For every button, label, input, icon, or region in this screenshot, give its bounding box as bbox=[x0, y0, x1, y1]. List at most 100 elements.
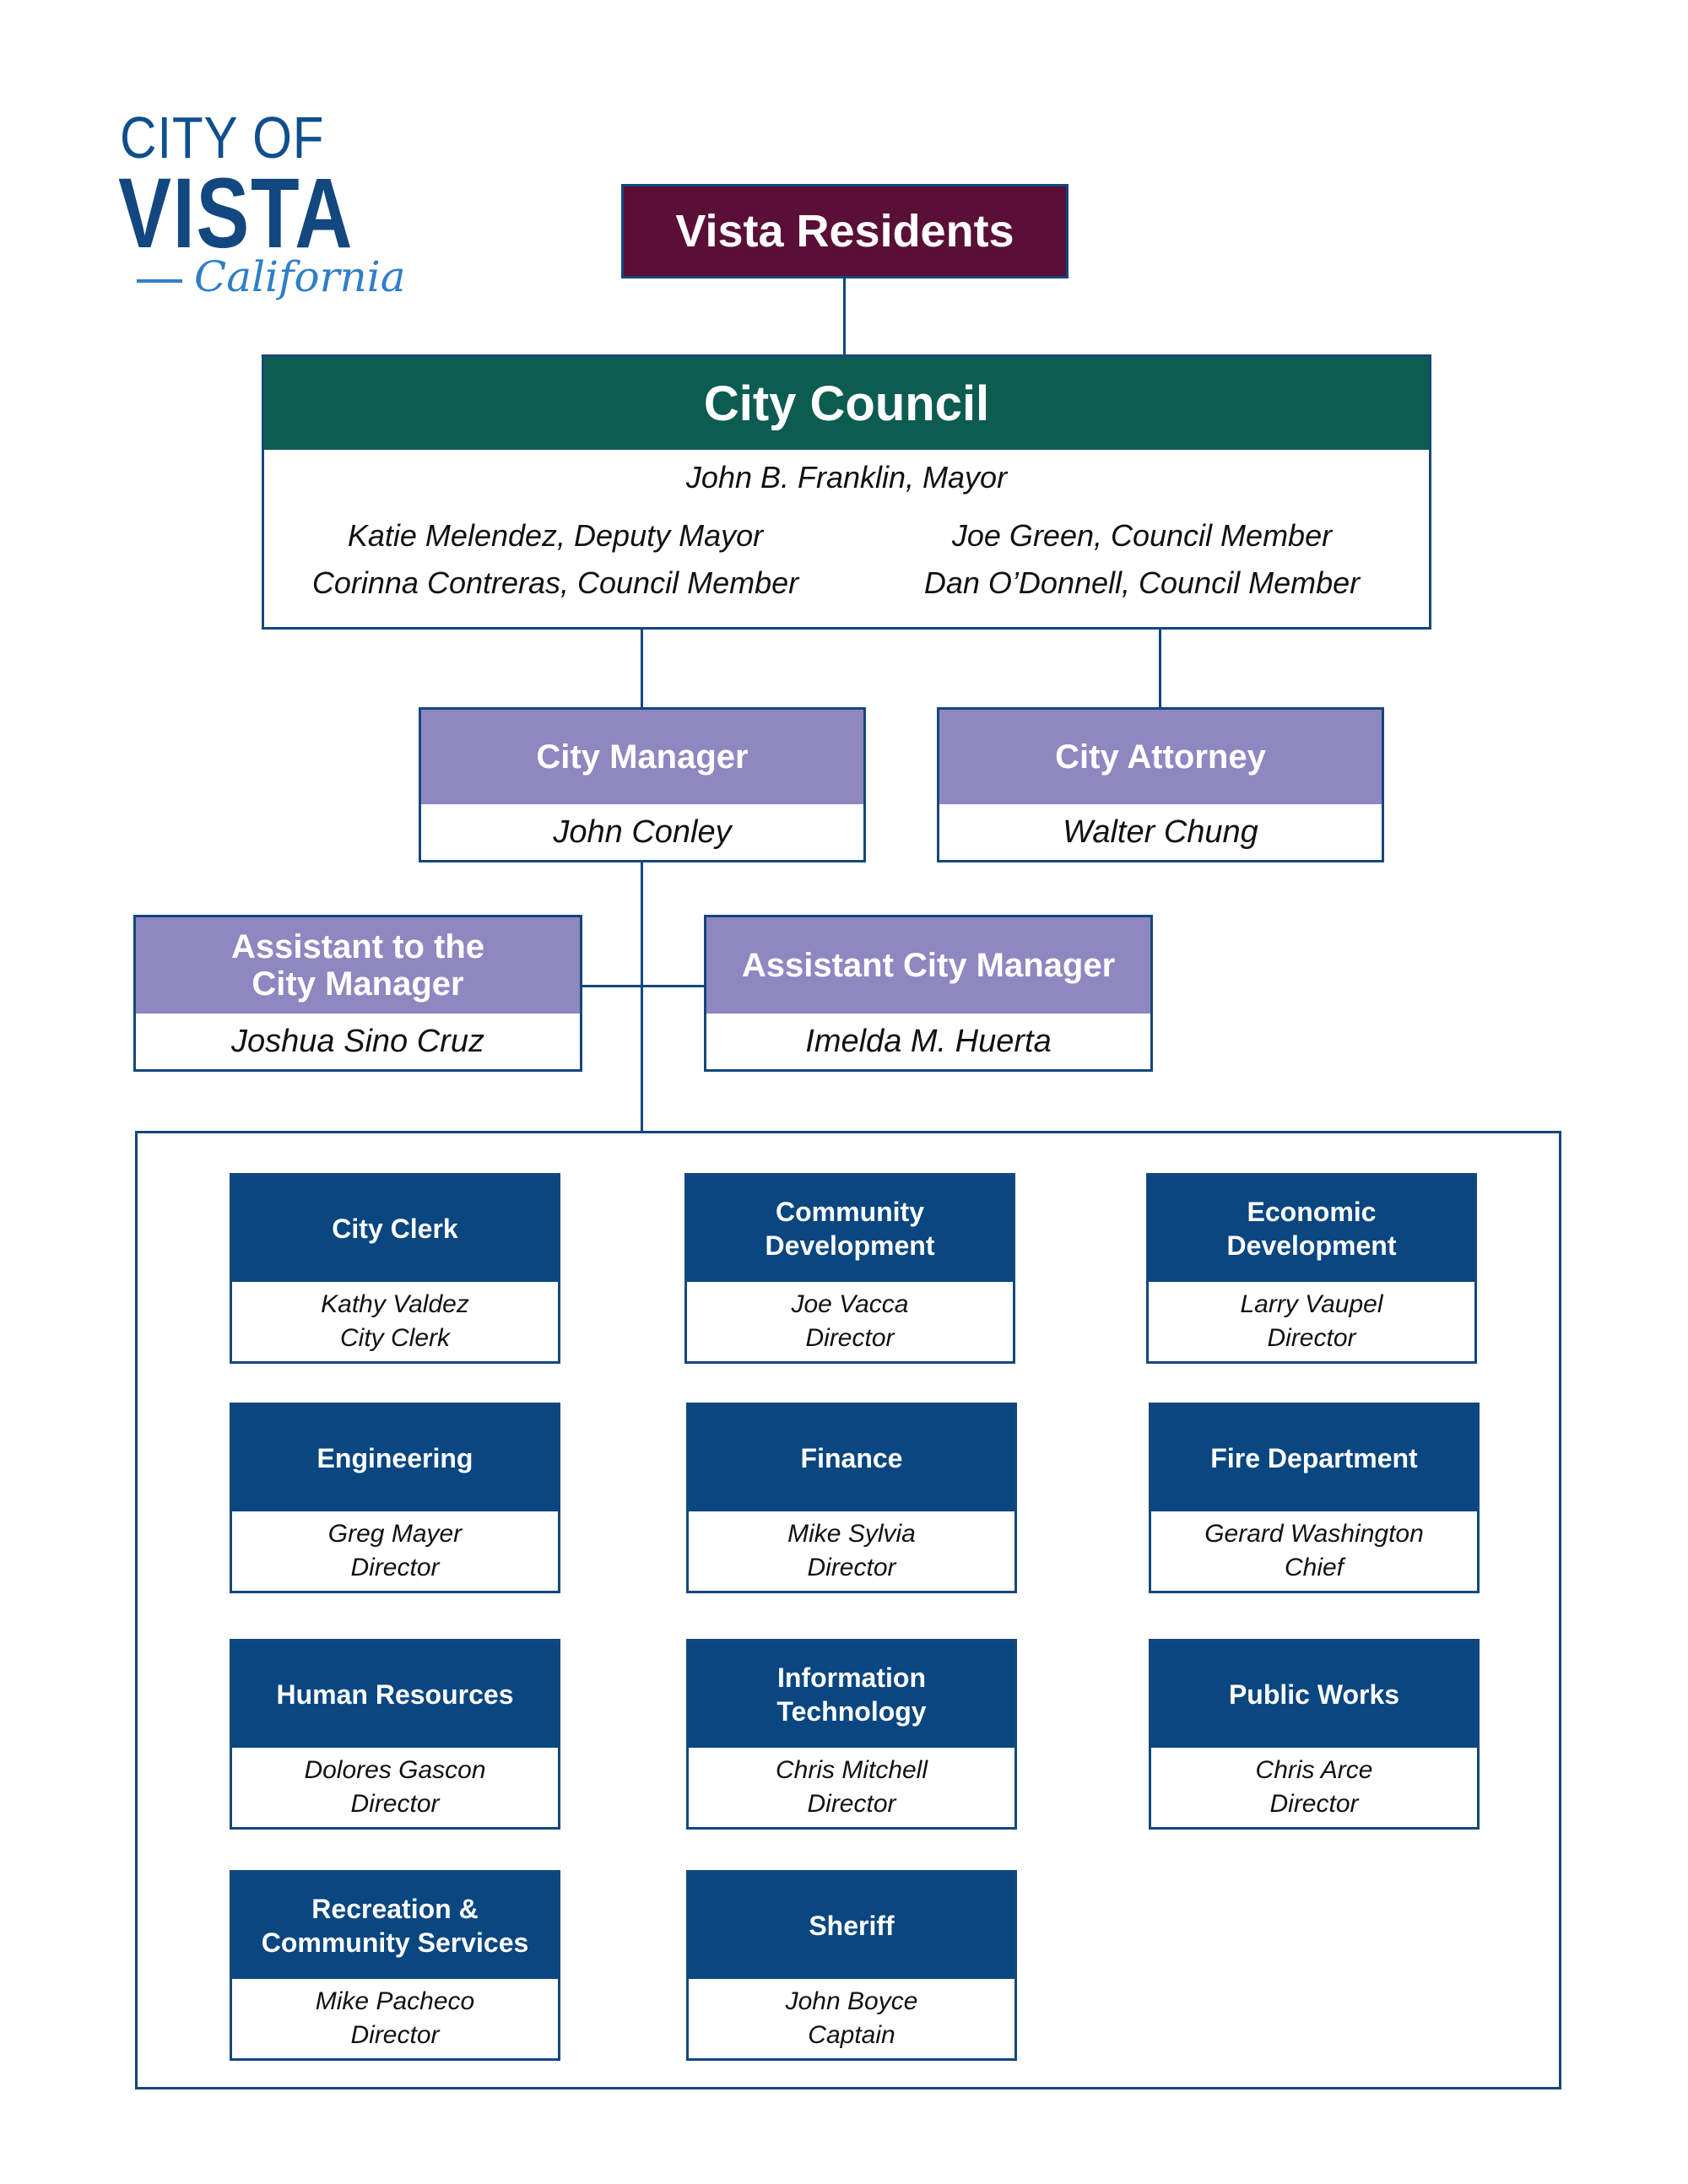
dept-public-works: Public Works Chris Arce Director bbox=[1149, 1639, 1480, 1830]
assistant-city-manager-name: Imelda M. Huerta bbox=[805, 1023, 1052, 1059]
logo-line-vista: VISTA bbox=[118, 158, 354, 269]
assistant-to-city-manager-title: Assistant to the City Manager bbox=[136, 917, 580, 1014]
dept-staff: John Boyce Captain bbox=[689, 1979, 1014, 2058]
dept-title-line1: Public Works bbox=[1228, 1679, 1400, 1710]
dept-staff: Kathy Valdez City Clerk bbox=[232, 1282, 558, 1361]
dept-fire-department: Fire Department Gerard Washington Chief bbox=[1149, 1403, 1480, 1593]
logo-line-city-of: CITY OF bbox=[120, 105, 325, 170]
dept-title-line1: Human Resources bbox=[276, 1679, 514, 1710]
dept-head-name: Kathy Valdez bbox=[321, 1290, 469, 1318]
dept-information-technology: Information Technology Chris Mitchell Di… bbox=[686, 1639, 1017, 1830]
dept-staff: Joe Vacca Director bbox=[687, 1282, 1013, 1361]
line-assistants-horizontal bbox=[582, 985, 704, 987]
dept-staff: Mike Sylvia Director bbox=[689, 1511, 1014, 1591]
city-manager-box: City Manager John Conley bbox=[419, 707, 866, 862]
vista-residents-box: Vista Residents bbox=[621, 184, 1069, 278]
dept-title: Economic Development bbox=[1149, 1176, 1474, 1282]
dept-head-name: John Boyce bbox=[785, 1987, 918, 2015]
dept-head-name: Greg Mayer bbox=[327, 1520, 463, 1548]
dept-head-name: Chris Mitchell bbox=[775, 1756, 928, 1784]
dept-title-line1: Information bbox=[777, 1662, 926, 1693]
logo-dash bbox=[137, 279, 182, 283]
council-members-right: Joe Green, Council Member Dan O’Donnell,… bbox=[872, 512, 1412, 607]
city-of-vista-logo: CITY OF VISTA California bbox=[118, 108, 414, 311]
dept-title-line2: Development bbox=[765, 1230, 935, 1261]
dept-community-development: Community Development Joe Vacca Director bbox=[684, 1173, 1015, 1364]
council-member: Joe Green, Council Member bbox=[951, 518, 1333, 553]
dept-head-role: Director bbox=[350, 1554, 440, 1581]
dept-staff: Dolores Gascon Director bbox=[232, 1748, 558, 1827]
dept-title-line1: Finance bbox=[800, 1443, 903, 1473]
dept-head-role: Chief bbox=[1284, 1554, 1344, 1581]
dept-head-role: Director bbox=[350, 2021, 440, 2049]
dept-title: Finance bbox=[689, 1405, 1014, 1511]
dept-head-name: Gerard Washington bbox=[1204, 1520, 1424, 1548]
dept-economic-development: Economic Development Larry Vaupel Direct… bbox=[1146, 1173, 1477, 1364]
dept-head-name: Chris Arce bbox=[1255, 1756, 1373, 1784]
dept-title: Information Technology bbox=[689, 1641, 1014, 1748]
dept-staff: Greg Mayer Director bbox=[232, 1511, 558, 1591]
dept-title-line1: Community bbox=[776, 1197, 924, 1227]
dept-staff: Chris Mitchell Director bbox=[689, 1748, 1014, 1827]
dept-title-line2: Development bbox=[1226, 1230, 1397, 1261]
dept-title-line1: City Clerk bbox=[332, 1214, 458, 1244]
dept-title-line1: Economic bbox=[1247, 1197, 1377, 1227]
dept-staff: Chris Arce Director bbox=[1151, 1748, 1477, 1827]
dept-title-line2: Technology bbox=[776, 1696, 927, 1727]
dept-head-role: Director bbox=[350, 1790, 440, 1818]
dept-title: Sheriff bbox=[689, 1873, 1014, 1979]
dept-title-line1: Recreation & bbox=[311, 1894, 479, 1924]
dept-staff: Gerard Washington Chief bbox=[1151, 1511, 1477, 1591]
city-attorney-name: Walter Chung bbox=[1063, 814, 1258, 850]
assistant-title-line1: Assistant to the bbox=[230, 928, 485, 965]
dept-head-role: Director bbox=[807, 1790, 896, 1818]
assistant-city-manager-box: Assistant City Manager Imelda M. Huerta bbox=[704, 915, 1153, 1072]
city-attorney-title: City Attorney bbox=[939, 710, 1382, 804]
vista-residents-label: Vista Residents bbox=[675, 206, 1014, 257]
dept-title: City Clerk bbox=[232, 1176, 558, 1282]
dept-head-role: Director bbox=[805, 1324, 895, 1352]
city-attorney-box: City Attorney Walter Chung bbox=[937, 707, 1384, 862]
dept-staff: Mike Pacheco Director bbox=[232, 1979, 558, 2058]
council-member: Katie Melendez, Deputy Mayor bbox=[347, 518, 764, 553]
city-council-box: City Council John B. Franklin, Mayor Kat… bbox=[262, 354, 1431, 630]
dept-head-role: Director bbox=[1269, 1790, 1359, 1818]
dept-head-name: Larry Vaupel bbox=[1240, 1290, 1383, 1318]
dept-title-line1: Engineering bbox=[316, 1443, 473, 1473]
dept-head-role: Director bbox=[1267, 1324, 1356, 1352]
dept-title-line1: Fire Department bbox=[1210, 1443, 1418, 1473]
dept-city-clerk: City Clerk Kathy Valdez City Clerk bbox=[230, 1173, 560, 1364]
dept-recreation-community-services: Recreation & Community Services Mike Pac… bbox=[230, 1870, 560, 2061]
dept-title-line1: Sheriff bbox=[809, 1911, 895, 1941]
dept-finance: Finance Mike Sylvia Director bbox=[686, 1403, 1017, 1593]
council-members-left: Katie Melendez, Deputy Mayor Corinna Con… bbox=[285, 512, 825, 607]
logo-line-california: California bbox=[194, 252, 406, 301]
dept-title-line2: Community Services bbox=[261, 1927, 529, 1958]
dept-head-role: City Clerk bbox=[339, 1324, 450, 1352]
departments-frame bbox=[135, 1131, 1561, 2089]
dept-head-name: Joe Vacca bbox=[791, 1290, 909, 1318]
assistant-city-manager-title: Assistant City Manager bbox=[706, 917, 1150, 1014]
dept-sheriff: Sheriff John Boyce Captain bbox=[686, 1870, 1017, 2061]
dept-human-resources: Human Resources Dolores Gascon Director bbox=[230, 1639, 560, 1830]
line-council-citymanager bbox=[641, 630, 643, 707]
dept-title: Recreation & Community Services bbox=[232, 1873, 558, 1979]
dept-staff: Larry Vaupel Director bbox=[1149, 1282, 1474, 1361]
dept-head-role: Captain bbox=[808, 2021, 895, 2049]
dept-head-name: Dolores Gascon bbox=[304, 1756, 486, 1784]
dept-title: Community Development bbox=[687, 1176, 1013, 1282]
dept-title: Fire Department bbox=[1151, 1405, 1477, 1511]
dept-title: Public Works bbox=[1151, 1641, 1477, 1748]
dept-engineering: Engineering Greg Mayer Director bbox=[230, 1403, 560, 1593]
line-residents-council bbox=[843, 278, 846, 354]
dept-head-role: Director bbox=[807, 1554, 896, 1581]
line-citymanager-trunk bbox=[641, 862, 643, 1131]
dept-title: Human Resources bbox=[232, 1641, 558, 1748]
assistant-to-city-manager-box: Assistant to the City Manager Joshua Sin… bbox=[133, 915, 582, 1072]
council-member: Corinna Contreras, Council Member bbox=[311, 565, 799, 600]
dept-head-name: Mike Pacheco bbox=[315, 1987, 475, 2015]
dept-head-name: Mike Sylvia bbox=[787, 1520, 916, 1548]
city-council-title: City Council bbox=[264, 357, 1429, 450]
council-member: Dan O’Donnell, Council Member bbox=[923, 565, 1361, 600]
council-mayor: John B. Franklin, Mayor bbox=[685, 460, 1008, 495]
